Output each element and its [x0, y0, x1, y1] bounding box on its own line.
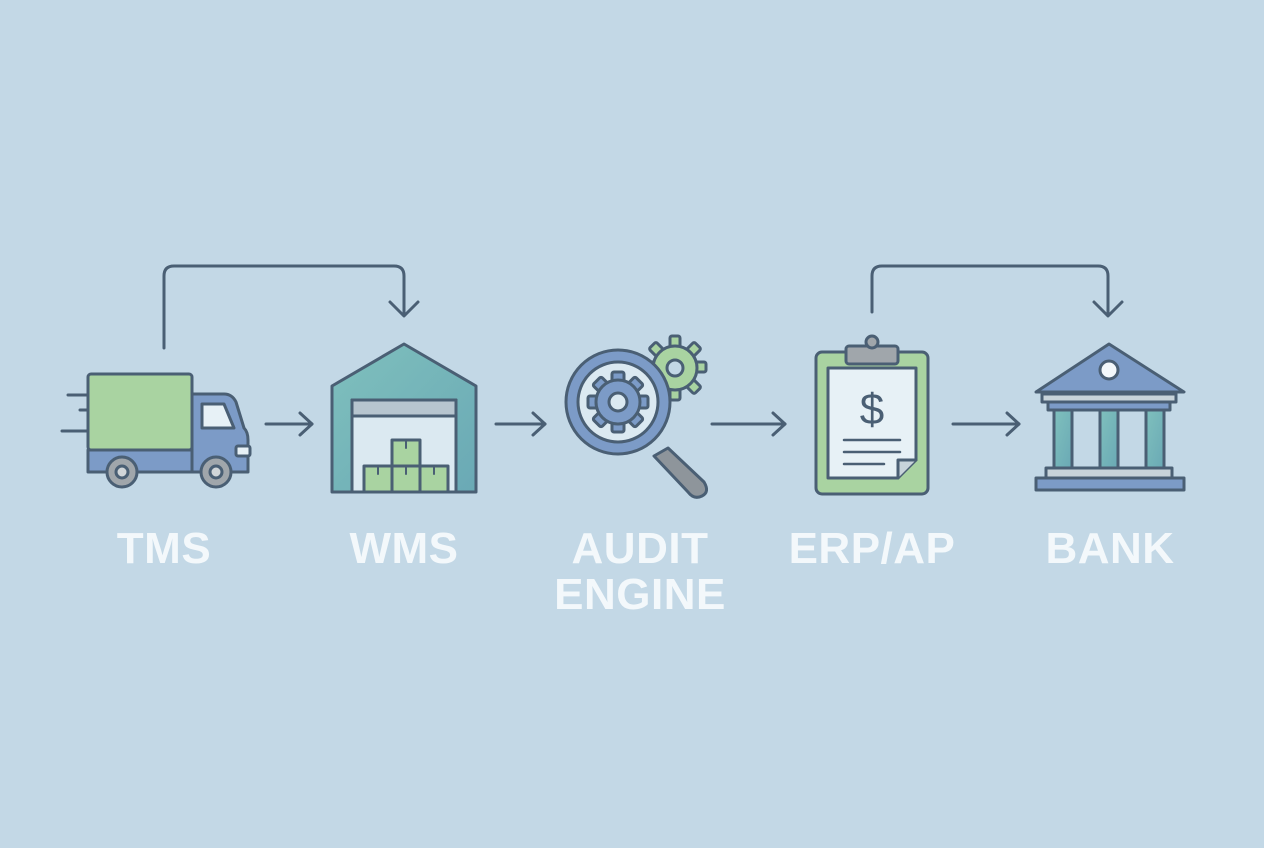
label-audit-engine: AUDIT ENGINE [520, 526, 760, 618]
label-bank: BANK [1010, 526, 1210, 572]
arrow-audit-erp [710, 411, 787, 437]
label-audit-engine-line-1: AUDIT [571, 524, 709, 573]
arrow-wms-audit [494, 411, 547, 437]
label-erp-ap: ERP/AP [762, 526, 982, 572]
truck-icon [60, 372, 252, 489]
dollar-sign-icon: $ [860, 385, 884, 434]
bypass-arrow-tms-wms [162, 264, 406, 350]
arrow-tms-wms [264, 411, 314, 437]
bank-icon [1034, 342, 1186, 492]
warehouse-icon [330, 342, 478, 494]
label-bank-line-1: BANK [1045, 524, 1175, 573]
label-tms: TMS [84, 526, 244, 572]
arrow-erp-bank [951, 411, 1021, 437]
label-tms-line-1: TMS [116, 524, 212, 573]
bypass-arrow-erp-bank-head [1092, 300, 1124, 318]
label-erp-ap-line-1: ERP/AP [788, 524, 956, 573]
clipboard-invoice-icon: $ [814, 334, 930, 496]
big-gear-icon [586, 370, 650, 434]
label-audit-engine-line-2: ENGINE [554, 570, 726, 619]
label-wms-line-1: WMS [349, 524, 459, 573]
bypass-arrow-erp-bank [870, 264, 1110, 316]
bypass-arrow-tms-wms-head [388, 300, 420, 318]
magnifier-gear-icon [564, 334, 709, 499]
label-wms: WMS [304, 526, 504, 572]
